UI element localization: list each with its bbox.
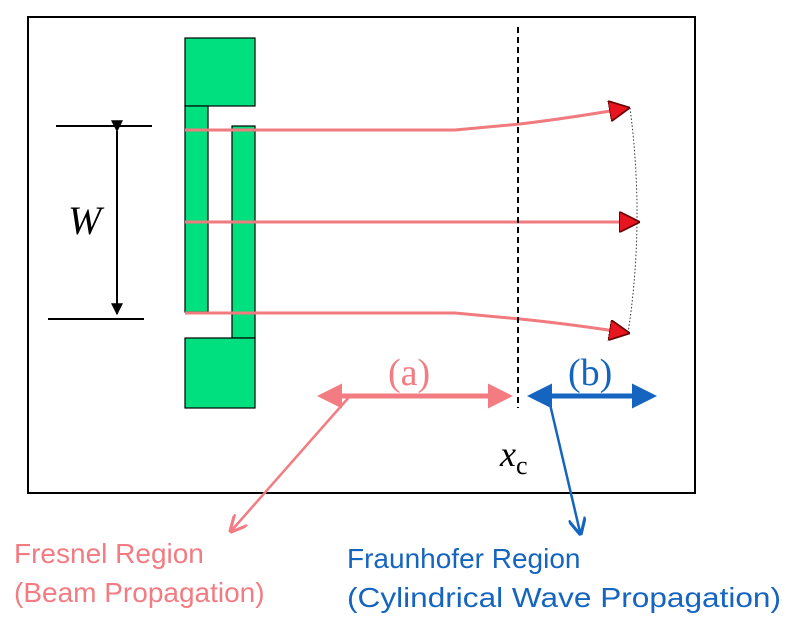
lower-block	[184, 337, 256, 409]
fraunhofer-title: Fraunhofer Region	[347, 543, 580, 574]
lower-ray	[185, 311, 628, 333]
right-slab	[231, 125, 256, 339]
wavefront-curve	[627, 107, 638, 334]
region-a-label: (a)	[388, 352, 430, 394]
fresnel-title: Fresnel Region	[14, 538, 204, 569]
left-slab	[184, 105, 209, 313]
fraunhofer-subtitle: (Cylindrical Wave Propagation)	[347, 582, 781, 613]
upper-block	[184, 37, 256, 107]
fresnel-pointer	[232, 395, 351, 530]
fresnel-subtitle: (Beam Propagation)	[14, 577, 265, 608]
rays	[185, 108, 638, 333]
upper-ray	[185, 108, 628, 132]
diagram-frame	[27, 16, 696, 494]
width-dimension	[48, 120, 152, 320]
region-b-label: (b)	[568, 352, 612, 394]
waveguide-structure	[184, 37, 256, 409]
width-label: W	[68, 198, 105, 243]
fraunhofer-pointer	[547, 399, 580, 532]
boundary-label: xc	[499, 434, 528, 480]
